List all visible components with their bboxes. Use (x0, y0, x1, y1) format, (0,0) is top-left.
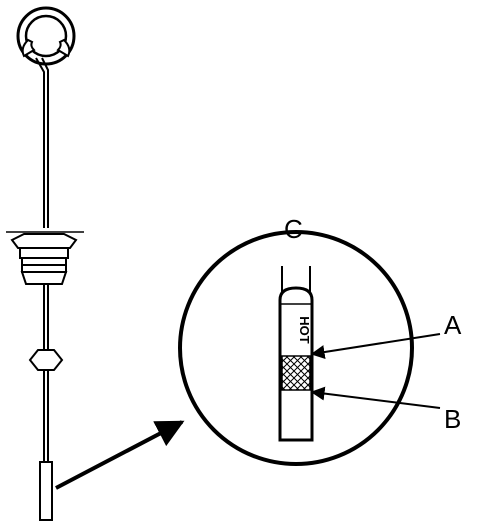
leader-line-b (310, 386, 441, 409)
callout-label-b: B (444, 404, 461, 434)
dipstick-handle-ring (16, 6, 76, 66)
dipstick-lower-shaft (43, 284, 49, 462)
dipstick-blade-tip (39, 461, 53, 521)
crosshatch-range (281, 355, 311, 391)
hot-marking-text: HOT (297, 316, 312, 344)
leader-line-a (310, 333, 441, 359)
magnify-arrow (55, 420, 185, 490)
magnified-blade (278, 266, 314, 442)
callout-label-c: C (284, 214, 303, 244)
dipstick-guide-bead (28, 349, 64, 371)
dipstick-upper-shaft (35, 57, 49, 228)
callout-label-a: A (444, 310, 462, 340)
dipstick-plug (6, 231, 84, 285)
